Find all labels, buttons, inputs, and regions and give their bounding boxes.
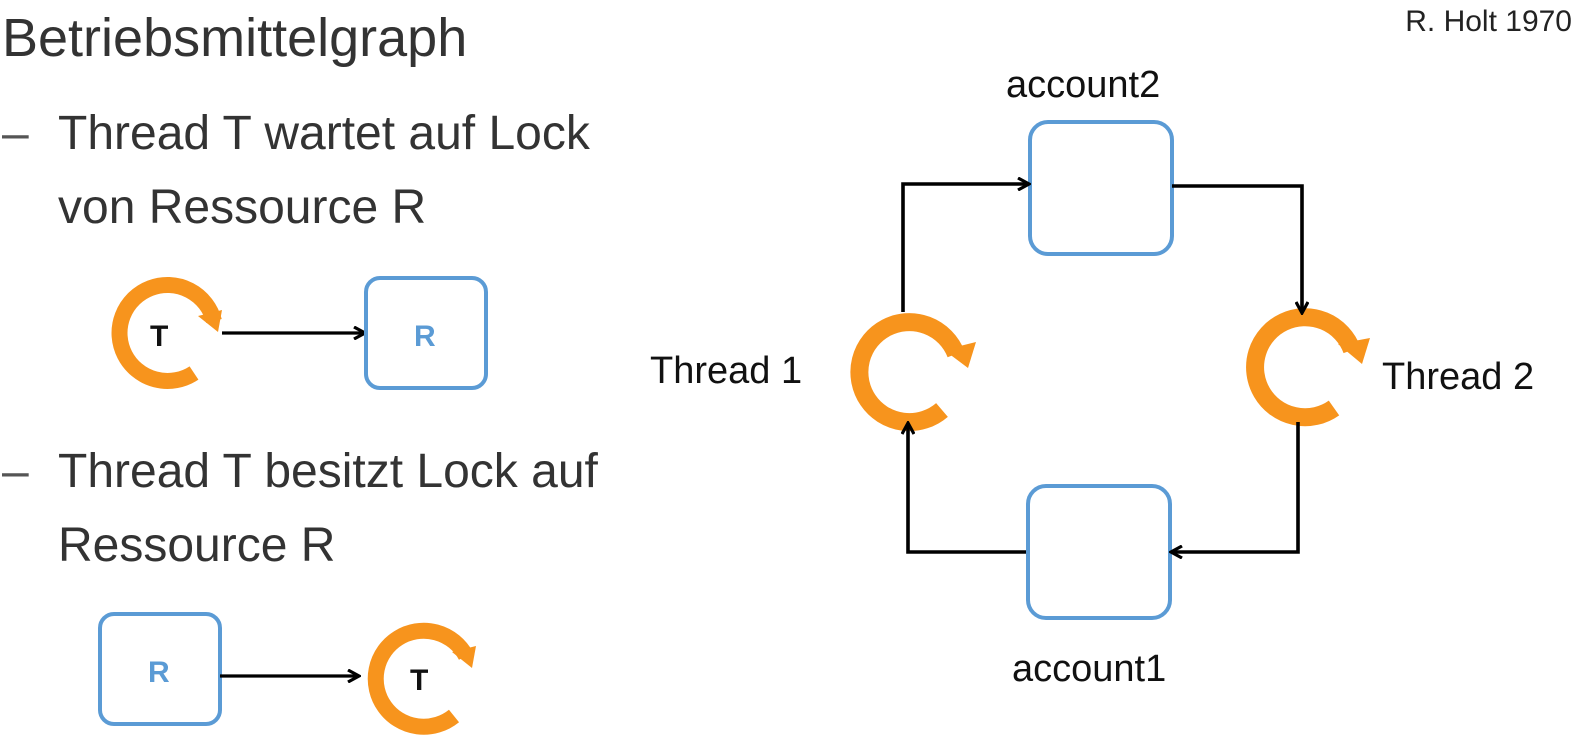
bullet-text-line: von Ressource R [58,181,427,234]
resource-box-account2 [1028,120,1174,256]
resource-box [364,276,488,390]
resource-label-account1: account1 [1012,648,1167,690]
thread-icon-1 [850,313,976,432]
edge-account1-thread1 [908,424,1026,554]
thread-letter: T [150,320,168,353]
thread-letter: T [410,664,428,697]
resource-box-account1 [1026,484,1172,620]
page-title: Betriebsmittelgraph [2,8,468,68]
resource-label-account2: account2 [1006,64,1161,106]
bullet-dash: – [2,107,29,160]
bullet-text-line: Thread T wartet auf Lock [58,107,590,160]
edge-thread1-account2 [901,184,1028,312]
edge-thread2-account1 [1172,422,1300,552]
thread-icon [367,622,476,735]
resource-letter: R [148,656,170,689]
thread-label-1: Thread 1 [650,350,803,392]
edge-account2-thread2 [1172,184,1302,312]
thread-icon [111,276,222,389]
bullet-text-line: Thread T besitzt Lock auf [58,445,598,498]
thread-label-2: Thread 2 [1382,356,1535,398]
bullet-text-line: Ressource R [58,519,336,572]
thread-icon-2 [1246,308,1370,427]
credit-label: R. Holt 1970 [1405,5,1572,38]
bullet-dash: – [2,445,29,498]
resource-letter: R [414,320,436,353]
resource-box [98,612,222,726]
